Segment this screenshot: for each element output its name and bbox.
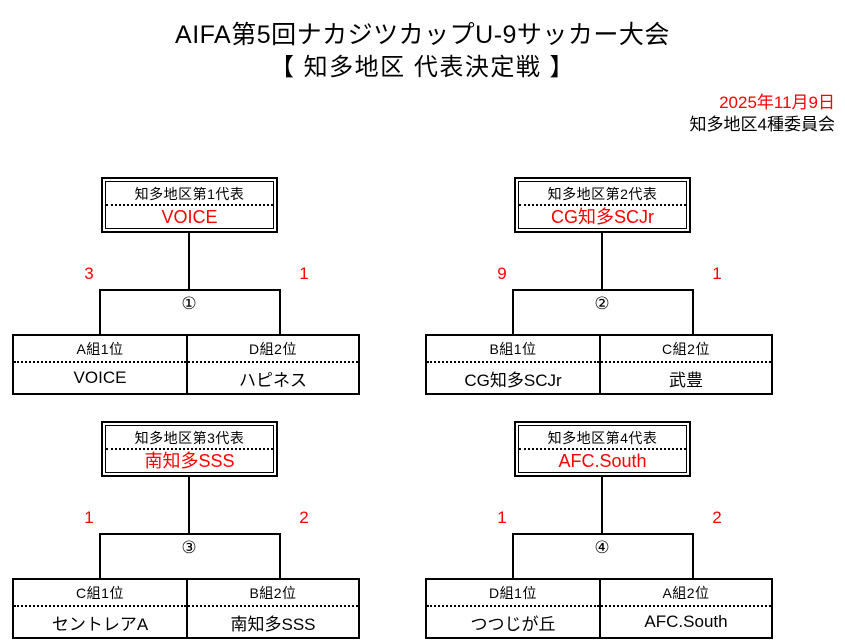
connector-stem-2 [601,233,603,291]
match-box-3: C組1位 セントレアA B組2位 南知多SSS [12,578,360,639]
representative-team-2: CG知多SCJr [551,207,654,227]
score-right-2: 1 [712,264,722,283]
representative-team-4: AFC.South [558,451,647,471]
match-number-3: ③ [181,538,197,557]
team-name-1a: VOICE [73,368,127,387]
bracket-unit-3: 知多地区第3代表 南知多SSS 1 2 ③ C組1位 セントレアA B組2位 南… [12,412,402,644]
representative-inner-1: 知多地区第1代表 VOICE [105,181,274,229]
team-name-4a: つつじが丘 [470,614,556,634]
team-rank-2a: B組1位 [427,336,599,363]
representative-inner-4: 知多地区第4代表 AFC.South [518,425,687,473]
match-number-2: ② [594,294,610,313]
team-rank-1a: A組1位 [14,336,186,363]
team-name-3a: セントレアA [51,614,149,634]
representative-box-1: 知多地区第1代表 VOICE [101,177,278,233]
team-cell-2b[interactable]: C組2位 武豊 [599,336,771,393]
organizer-name: 知多地区4種委員会 [689,115,835,134]
team-rank-1b: D組2位 [188,336,358,363]
match-number-4: ④ [594,538,610,557]
bracket-arm-left-3 [99,533,101,580]
bracket-bar-2 [512,289,694,291]
representative-box-3: 知多地区第3代表 南知多SSS [101,421,278,477]
team-name-2b: 武豊 [669,370,703,390]
connector-stem-3 [188,477,190,535]
representative-team-1: VOICE [161,207,218,227]
bracket-unit-4: 知多地区第4代表 AFC.South 1 2 ④ D組1位 つつじが丘 A組2位… [425,412,815,644]
bracket-bar-1 [99,289,281,291]
score-left-1: 3 [84,264,94,283]
representative-box-2: 知多地区第2代表 CG知多SCJr [514,177,691,233]
tournament-subtitle: 【 知多地区 代表決定戦 】 [269,54,575,81]
team-cell-4a[interactable]: D組1位 つつじが丘 [427,580,599,637]
bracket-arm-right-4 [692,533,694,580]
bracket-arm-left-2 [512,289,514,336]
team-cell-4b[interactable]: A組2位 AFC.South [599,580,771,637]
page-header: AIFA第5回ナカジツカップU-9サッカー大会 【 知多地区 代表決定戦 】 [0,0,845,84]
team-rank-2b: C組2位 [601,336,771,363]
bracket-bar-4 [512,533,694,535]
match-number-1: ① [181,294,197,313]
bracket-unit-1: 知多地区第1代表 VOICE 3 1 ① A組1位 VOICE D組2位 ハピネ… [12,168,402,400]
representative-title-1: 知多地区第1代表 [106,182,273,206]
bracket-arm-right-1 [279,289,281,336]
tournament-title-line1: AIFA第5回ナカジツカップU-9サッカー大会 [175,21,670,49]
bracket-arm-right-2 [692,289,694,336]
bracket-grid: 知多地区第1代表 VOICE 3 1 ① A組1位 VOICE D組2位 ハピネ… [0,160,845,640]
representative-title-3: 知多地区第3代表 [106,426,273,450]
score-right-4: 2 [712,508,722,527]
representative-title-4: 知多地区第4代表 [519,426,686,450]
team-cell-2a[interactable]: B組1位 CG知多SCJr [427,336,599,393]
team-name-2a: CG知多SCJr [464,370,562,390]
team-rank-4b: A組2位 [601,580,771,607]
representative-title-2: 知多地区第2代表 [519,182,686,206]
match-box-1: A組1位 VOICE D組2位 ハピネス [12,334,360,395]
match-box-4: D組1位 つつじが丘 A組2位 AFC.South [425,578,773,639]
score-left-2: 9 [497,264,507,283]
header-meta: 2025年11月9日 知多地区4種委員会 [690,92,835,136]
representative-inner-3: 知多地区第3代表 南知多SSS [105,425,274,473]
score-right-1: 1 [299,264,309,283]
team-rank-4a: D組1位 [427,580,599,607]
team-cell-1b[interactable]: D組2位 ハピネス [186,336,358,393]
bracket-arm-right-3 [279,533,281,580]
connector-stem-4 [601,477,603,535]
match-box-2: B組1位 CG知多SCJr C組2位 武豊 [425,334,773,395]
bracket-bar-3 [99,533,281,535]
team-name-4b: AFC.South [644,612,728,631]
team-cell-3b[interactable]: B組2位 南知多SSS [186,580,358,637]
team-cell-1a[interactable]: A組1位 VOICE [14,336,186,393]
score-left-3: 1 [84,508,94,527]
score-right-3: 2 [299,508,309,527]
team-rank-3b: B組2位 [188,580,358,607]
event-date: 2025年11月9日 [719,93,835,112]
bracket-arm-left-4 [512,533,514,580]
bracket-arm-left-1 [99,289,101,336]
team-name-1b: ハピネス [239,370,307,390]
team-cell-3a[interactable]: C組1位 セントレアA [14,580,186,637]
connector-stem-1 [188,233,190,291]
representative-team-3: 南知多SSS [144,451,235,471]
representative-inner-2: 知多地区第2代表 CG知多SCJr [518,181,687,229]
representative-box-4: 知多地区第4代表 AFC.South [514,421,691,477]
score-left-4: 1 [497,508,507,527]
bracket-unit-2: 知多地区第2代表 CG知多SCJr 9 1 ② B組1位 CG知多SCJr C組… [425,168,815,400]
team-rank-3a: C組1位 [14,580,186,607]
team-name-3b: 南知多SSS [230,614,316,634]
